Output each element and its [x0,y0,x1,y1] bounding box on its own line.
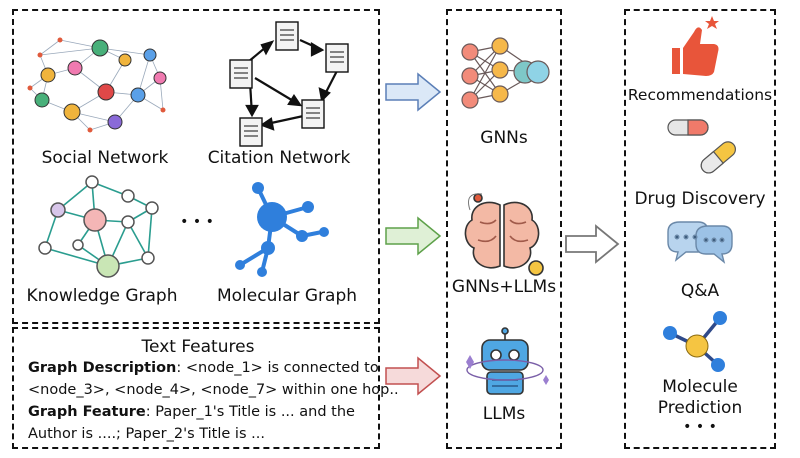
molecular-graph-label: Molecular Graph [216,286,358,306]
graph-description-text: : <node_1> is connected to [176,360,379,376]
thumbs-up-icon [672,16,719,76]
arrow-to-llms [385,356,442,396]
gnns-llms-label: GNNs+LLMs [451,277,557,297]
graph-description-line2: <node_3>, <node_4>, <node_7> within one … [28,382,399,398]
arrow-to-gnns [385,72,442,112]
applications-box [624,9,776,449]
molecular-graph-icon [235,182,329,277]
text-features-title: Text Features [141,337,255,357]
citation-network-icon [229,21,349,147]
gnn-network-icon [461,37,550,109]
chat-bubbles-icon [667,221,733,264]
social-network-label: Social Network [41,148,169,168]
graph-feature-text: : Paper_1's Title is ... and the [145,404,355,420]
text-features-box [12,327,380,449]
graph-feature-line1: Graph Feature: Paper_1's Title is ... an… [28,404,355,420]
graph-description-label: Graph Description [28,360,177,376]
brain-icon [464,193,544,276]
more-graphs-ellipsis: • • • [180,214,214,230]
arrow-to-gnns-llms [385,216,442,256]
molecule-icon [663,311,727,372]
drug-discovery-label: Drug Discovery [634,189,766,209]
graph-description-line1: Graph Description: <node_1> is connected… [28,360,379,376]
molecule-label-line1: Molecule [662,377,738,397]
input-graphs-box [12,9,380,324]
knowledge-graph-icon [38,175,159,278]
gnns-label: GNNs [480,128,528,148]
qa-label: Q&A [680,281,720,301]
citation-network-label: Citation Network [207,148,351,168]
llms-label: LLMs [482,404,526,424]
graph-feature-line2: Author is ....; Paper_2's Title is ... [28,426,265,442]
molecule-label-line2: Prediction [657,398,743,418]
robot-icon [466,327,549,395]
pills-icon [667,119,736,174]
models-box [446,9,562,449]
more-applications-ellipsis: • • • [683,419,717,435]
knowledge-graph-label: Knowledge Graph [26,286,178,306]
arrow-to-applications [565,224,620,264]
social-network-icon [27,37,167,133]
recommendations-label: Recommendations [627,86,773,104]
graph-feature-label: Graph Feature [28,404,146,420]
